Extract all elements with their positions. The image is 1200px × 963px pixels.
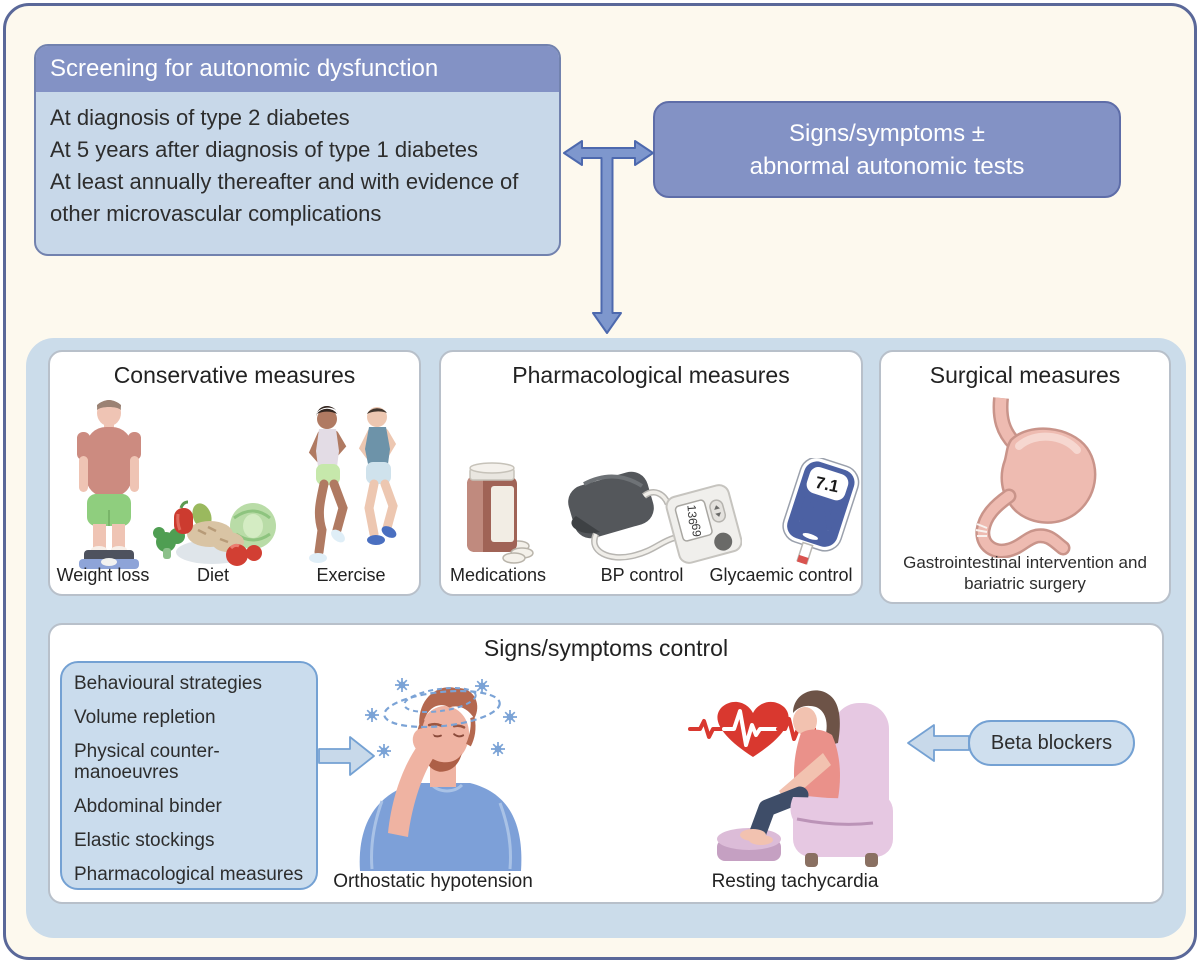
beta-blockers-box: Beta blockers — [968, 720, 1135, 766]
conservative-measures-box: Conservative measures — [48, 350, 421, 596]
screening-box-body: At diagnosis of type 2 diabetes At 5 yea… — [36, 92, 559, 230]
exercise-label: Exercise — [316, 565, 386, 585]
glycaemic-control-label: Glycaemic control — [709, 565, 853, 585]
screening-box-header: Screening for autonomic dysfunction — [36, 46, 559, 92]
bp-diastolic-reading: 69 — [689, 523, 704, 538]
management-container: Conservative measures — [26, 338, 1186, 938]
woman-in-armchair-icon — [717, 690, 893, 867]
screening-item: At 5 years after diagnosis of type 1 dia… — [50, 137, 479, 162]
dizzy-man-icon — [359, 677, 522, 871]
signs-control-title: Signs/symptoms control — [483, 635, 729, 661]
screening-box: Screening for autonomic dysfunction At d… — [34, 44, 561, 256]
left-arrow-icon — [907, 724, 970, 762]
pharmacological-measures-box: Pharmacological measures — [439, 350, 863, 596]
screening-item: At least annually thereafter and with ev… — [50, 169, 519, 226]
bp-control-label: BP control — [600, 565, 684, 585]
right-arrow-icon — [318, 736, 375, 776]
pharmacological-title: Pharmacological measures — [512, 362, 790, 388]
strategy-item: Behavioural strategies — [74, 673, 262, 694]
two-runners-icon — [308, 406, 398, 563]
resting-tachycardia-label: Resting tachycardia — [711, 871, 879, 892]
orthostatic-hypotension-label: Orthostatic hypotension — [333, 871, 533, 892]
conservative-title: Conservative measures — [113, 362, 356, 388]
surgical-caption: Gastrointestinal intervention and bariat… — [903, 553, 1147, 593]
surgical-measures-box: Surgical measures Gastrointestinal inter… — [879, 350, 1171, 604]
strategy-item: Elastic stockings — [74, 830, 215, 851]
medications-label: Medications — [449, 565, 547, 585]
person-on-scale-icon — [77, 400, 141, 569]
beta-blockers-label: Beta blockers — [990, 731, 1113, 754]
strategy-item: Pharmacological measures — [74, 864, 304, 885]
double-headed-down-arrow-icon — [563, 140, 654, 334]
screening-item: At diagnosis of type 2 diabetes — [50, 105, 350, 130]
strategies-list: Behavioural strategies Volume repletion … — [74, 673, 306, 885]
bp-systolic-reading: 136 — [684, 504, 700, 525]
surgical-title: Surgical measures — [929, 362, 1121, 388]
figure-canvas: Screening for autonomic dysfunction At d… — [3, 3, 1197, 960]
signs-symptoms-box: Signs/symptoms ± abnormal autonomic test… — [653, 101, 1121, 198]
glucose-reading: 7.1 — [814, 473, 841, 496]
diet-label: Diet — [196, 565, 230, 585]
strategy-item: Abdominal binder — [74, 796, 222, 817]
bp-monitor-icon: 136 69 — [568, 471, 742, 564]
stomach-icon — [975, 397, 1097, 558]
strategy-item: Volume repletion — [74, 707, 216, 728]
strategy-item: Physical counter-manoeuvres — [74, 741, 220, 783]
signs-control-box: Signs/symptoms control Behavioural strat… — [48, 623, 1164, 904]
vegetables-icon — [153, 500, 276, 566]
pill-bottle-icon — [467, 462, 534, 564]
signs-symptoms-text: Signs/symptoms ± abnormal autonomic test… — [749, 119, 1025, 180]
glucose-meter-icon: 7.1 — [782, 458, 860, 565]
screening-title: Screening for autonomic dysfunction — [50, 55, 439, 82]
strategies-box: Behavioural strategies Volume repletion … — [60, 661, 318, 890]
weight-loss-label: Weight loss — [56, 565, 150, 585]
